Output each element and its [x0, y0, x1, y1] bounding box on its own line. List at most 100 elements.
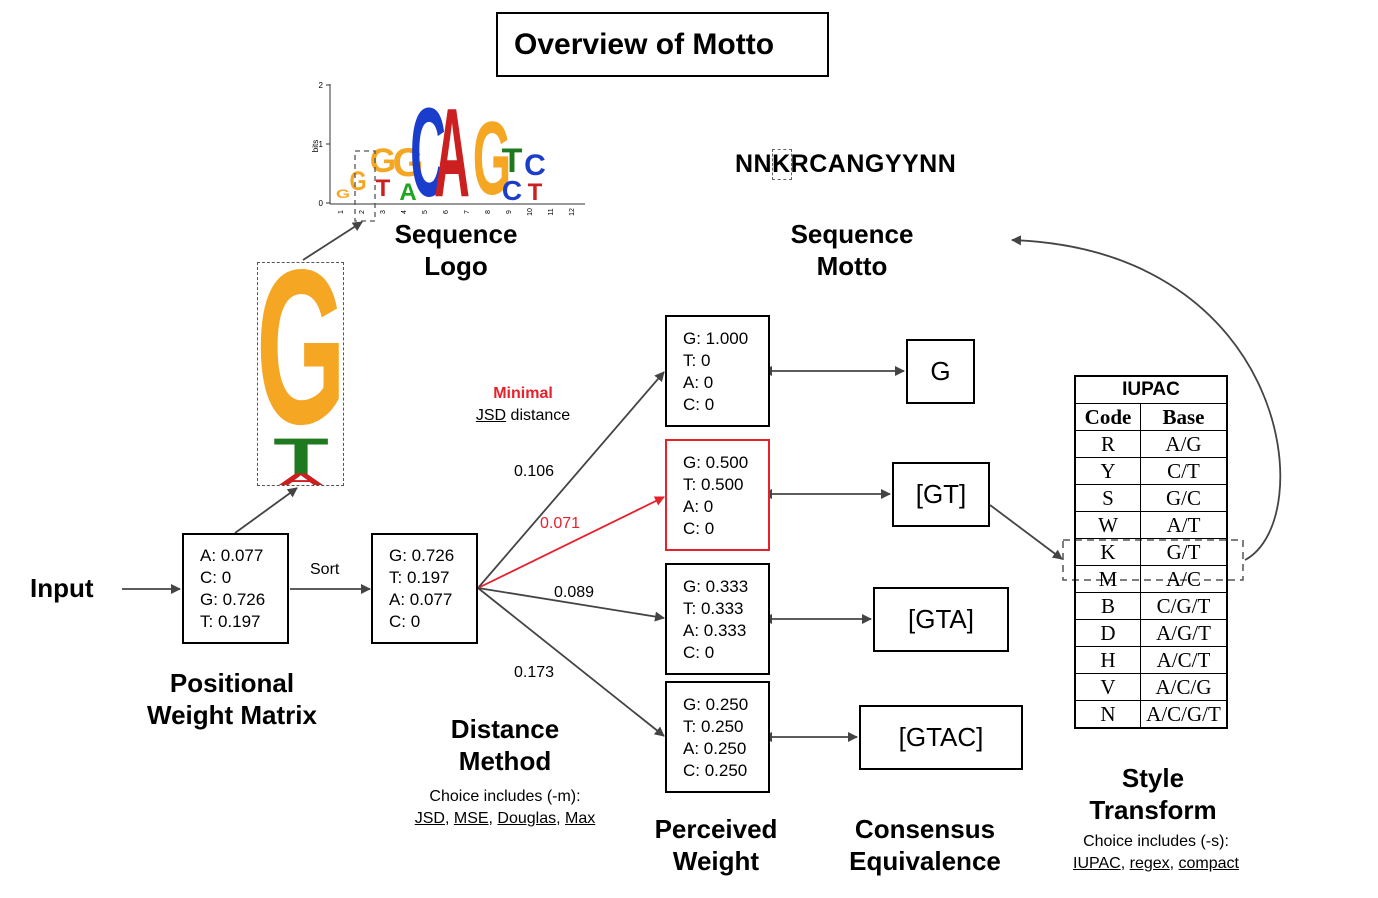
svg-text:A: A — [434, 83, 470, 224]
logo-xtick: 2 — [359, 210, 366, 214]
style-choices: Choice includes (-s): IUPAC, regex, comp… — [1073, 833, 1239, 872]
glyph-t: T — [273, 428, 329, 486]
perceived-box-3: G: 0.333 T: 0.333 A: 0.333 C: 0 — [665, 563, 770, 675]
svg-text:C: C — [502, 175, 522, 206]
iupac-base: A/C/T — [1140, 646, 1226, 674]
arrow-pwm-to-logo-glyph — [234, 487, 298, 534]
iupac-base: G/C — [1140, 484, 1226, 512]
minimal-label: Minimal — [493, 385, 553, 402]
iupac-code: V — [1076, 673, 1141, 701]
consensus-box-gta: [GTA] — [873, 587, 1009, 652]
logo-xtick: 1 — [338, 210, 345, 214]
iupac-code: S — [1076, 484, 1141, 512]
sorted-pwm-box: G: 0.726 T: 0.197 A: 0.077 C: 0 — [371, 533, 478, 644]
logo-ytick-2: 2 — [319, 81, 324, 90]
iupac-base: G/T — [1140, 538, 1226, 566]
glyph-g: G — [258, 263, 344, 471]
iupac-code: Y — [1076, 457, 1141, 485]
pwm-line: G: 0.726 — [200, 590, 266, 609]
iupac-base: A/C/G — [1140, 673, 1226, 701]
iupac-header-base: Base — [1140, 403, 1226, 431]
iupac-base: A/T — [1140, 511, 1226, 539]
iupac-code: D — [1076, 619, 1141, 647]
pwm-line: A: 0.077 — [200, 546, 264, 565]
arrow-to-perceived-4 — [477, 587, 665, 737]
motto-k-highlight — [772, 149, 792, 180]
iupac-base: A/G — [1140, 430, 1226, 458]
logo-ytick-1: 1 — [319, 140, 324, 149]
svg-text:C: C — [524, 149, 546, 182]
distance-value-minimal: 0.071 — [540, 515, 581, 532]
logo-xtick: 4 — [401, 210, 408, 214]
perceived-box-1: G: 1.000 T: 0 A: 0 C: 0 — [665, 315, 770, 427]
svg-text:G: G — [370, 142, 396, 180]
svg-text:T: T — [528, 179, 543, 206]
arrow-to-perceived-1 — [477, 371, 665, 589]
consensus-box-gtac: [GTAC] — [859, 705, 1023, 770]
iupac-title: IUPAC — [1076, 377, 1226, 404]
iupac-base: C/G/T — [1140, 592, 1226, 620]
svg-text:A: A — [399, 179, 416, 206]
logo-xtick: 3 — [380, 210, 387, 214]
distance-value: 0.173 — [514, 664, 555, 681]
logo-xtick: 6 — [443, 210, 450, 214]
svg-text:C: C — [410, 83, 446, 224]
choice-mse: MSE — [453, 810, 489, 827]
minimal-jsd-note: Minimal JSD distance — [458, 383, 588, 427]
arrow-to-perceived-2 — [477, 496, 665, 589]
iupac-code: W — [1076, 511, 1141, 539]
logo-position-highlight — [354, 150, 376, 222]
sorted-line: C: 0 — [389, 612, 421, 631]
svg-text:G: G — [473, 102, 511, 217]
page-title: Overview of Motto — [514, 27, 775, 61]
iupac-base: A/C/G/T — [1140, 700, 1226, 727]
svg-text:G: G — [392, 141, 423, 185]
logo-xtick: 9 — [506, 210, 513, 214]
sorted-line: A: 0.077 — [389, 590, 453, 609]
choice-compact: compact — [1178, 855, 1239, 872]
iupac-code: H — [1076, 646, 1141, 674]
svg-text:T: T — [502, 142, 523, 180]
arrow-to-perceived-3 — [477, 587, 665, 622]
distance-choices: Choice includes (-m): JSD, MSE, Douglas,… — [414, 788, 596, 827]
motto-sequence: NNKRCANGYYNN — [735, 150, 957, 178]
pwm-box: A: 0.077 C: 0 G: 0.726 T: 0.197 — [182, 533, 289, 644]
distance-value: 0.089 — [554, 584, 595, 601]
choice-jsd: JSD — [414, 810, 445, 827]
pwm-line: C: 0 — [200, 568, 232, 587]
consensus-box-gt: [GT] — [892, 462, 990, 527]
iupac-base: A/G/T — [1140, 619, 1226, 647]
logo-letters: G G G T G A C A G T C C T — [336, 83, 546, 224]
input-label: Input — [30, 573, 94, 603]
glyph-a: A — [277, 470, 325, 486]
perceived-box-4: G: 0.250 T: 0.250 A: 0.250 C: 0.250 — [665, 681, 770, 793]
choice-douglas: Douglas — [497, 810, 557, 827]
svg-text:G: G — [349, 167, 366, 196]
perceived-box-2-selected: G: 0.500 T: 0.500 A: 0 C: 0 — [665, 439, 770, 551]
sorted-line: G: 0.726 — [389, 546, 455, 565]
iupac-code: B — [1076, 592, 1141, 620]
choice-iupac: IUPAC — [1073, 855, 1121, 872]
logo-xtick: 11 — [548, 208, 555, 215]
distance-word: distance — [510, 407, 571, 424]
logo-glyph-svg: G T A — [258, 263, 344, 486]
svg-text:T: T — [376, 175, 391, 202]
logo-xtick: 5 — [422, 210, 429, 214]
sort-label: Sort — [310, 561, 340, 578]
